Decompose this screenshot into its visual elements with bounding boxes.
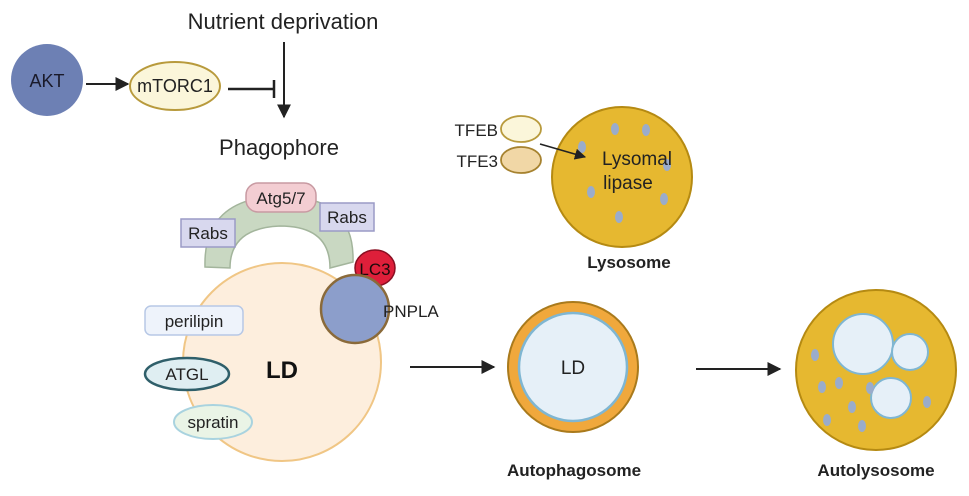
tfeb-label: TFEB [455, 121, 498, 140]
tfeb-node [500, 115, 542, 143]
nutrient-deprivation-label: Nutrient deprivation [188, 9, 379, 34]
akt-label: AKT [29, 71, 64, 91]
autolysosome-droplet-medium [891, 333, 929, 371]
rabs-left-label: Rabs [188, 224, 228, 243]
spratin-badge [173, 404, 253, 440]
vesicle [611, 123, 619, 135]
phagophore-label: Phagophore [219, 135, 339, 160]
lc3-label: LC3 [359, 260, 390, 279]
lipid-droplet-label: LD [266, 357, 298, 384]
mtorc1-label: mTORC1 [137, 76, 213, 96]
rabs-right-label: Rabs [327, 208, 367, 227]
spratin-label: spratin [187, 413, 238, 432]
atg57-badge [245, 182, 317, 213]
vesicle [848, 401, 856, 413]
akt-node [11, 44, 83, 116]
vesicle [587, 186, 595, 198]
vesicle [615, 211, 623, 223]
lysosomal-lipase-line2: lipase [603, 173, 653, 194]
vesicle [578, 141, 586, 153]
autolysosome-droplet-large [832, 313, 894, 375]
vesicle [642, 124, 650, 136]
vesicle [660, 193, 668, 205]
autolysosome-caption: Autolysosome [817, 461, 934, 480]
vesicle [823, 414, 831, 426]
vesicle [835, 377, 843, 389]
autolysosome-droplet-small [870, 377, 912, 419]
tfe3-node [500, 146, 542, 174]
perilipin-badge [144, 305, 244, 336]
rabs-right-badge [319, 202, 375, 232]
autophagosome-caption: Autophagosome [507, 461, 641, 480]
atg57-label: Atg5/7 [256, 189, 305, 208]
vesicle [866, 382, 874, 394]
pnpla-node [319, 273, 391, 345]
mtorc1-node [129, 61, 221, 111]
autolysosome-vesicles [811, 349, 931, 432]
tfe-to-lysosome-arrow [539, 143, 587, 160]
rabs-left-badge [180, 218, 236, 248]
vesicle [818, 381, 826, 393]
lysosomal-lipase-line1: Lysomal [602, 149, 672, 170]
atgl-label: ATGL [165, 365, 208, 384]
perilipin-label: perilipin [165, 312, 224, 331]
vesicle [663, 159, 671, 171]
vesicle [858, 420, 866, 432]
tfe3-label: TFE3 [456, 152, 498, 171]
vesicle [923, 396, 931, 408]
autophagosome-inner [517, 311, 629, 423]
autophagosome-ld-label: LD [561, 358, 585, 379]
vesicle [811, 349, 819, 361]
pnpla-label: PNPLA [383, 302, 439, 321]
atgl-badge [143, 356, 231, 392]
lysosome [551, 106, 693, 248]
phagophore-cup [204, 195, 354, 269]
lysosome-caption: Lysosome [587, 253, 670, 272]
